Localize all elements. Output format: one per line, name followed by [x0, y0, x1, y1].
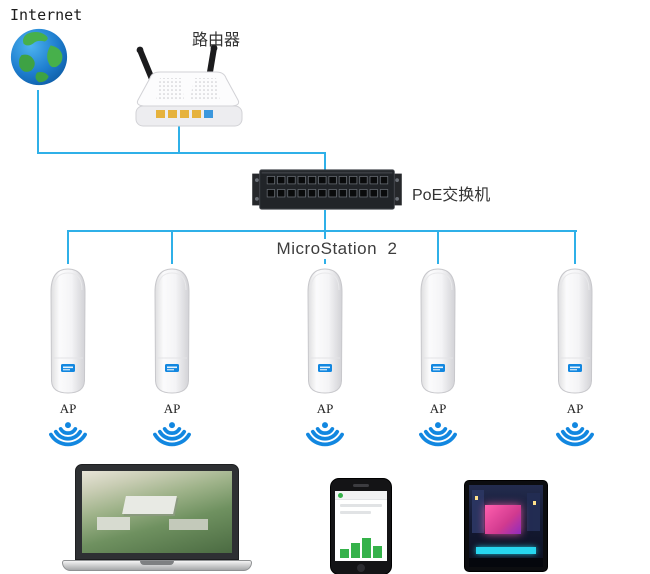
app-text-line: [340, 511, 372, 514]
ap-bus-line: [67, 230, 577, 232]
wifi-signal-icon: [556, 422, 594, 447]
access-point-3: AP: [302, 264, 348, 450]
photo-building: [169, 518, 208, 531]
ap-drop-line-2: [171, 230, 173, 264]
ap-label: AP: [429, 401, 447, 416]
internet-label: Internet: [10, 6, 83, 24]
outdoor-ap-icon: [154, 268, 190, 394]
led-billboard: [485, 504, 521, 535]
link-router-drop: [178, 124, 180, 154]
led-strip: [476, 546, 536, 554]
photo-building: [97, 516, 130, 531]
link-switch-to-bus: [324, 210, 326, 230]
photo-building: [122, 495, 177, 514]
link-backbone-horizontal: [37, 152, 326, 154]
wifi-signal-icon: [306, 422, 344, 447]
app-chart: [340, 538, 382, 558]
poe-switch-label: PoE交换机: [412, 187, 491, 204]
app-text-line: [340, 504, 382, 507]
laptop-base: [62, 560, 252, 571]
street-ground: [469, 557, 543, 567]
ap-drop-line-5: [574, 230, 576, 264]
billboard-screen: [469, 485, 543, 567]
laptop-photo: [82, 471, 232, 553]
smartphone-client: [330, 478, 392, 574]
laptop-screen: [75, 464, 239, 560]
wifi-signal-icon: [153, 422, 191, 447]
phone-screen: [335, 491, 387, 561]
router-label: 路由器: [192, 32, 241, 49]
microstation-label: MicroStation 2: [252, 239, 422, 259]
building-window: [474, 496, 478, 500]
access-point-2: AP: [149, 264, 195, 450]
app-status-dot: [338, 493, 343, 498]
laptop-notch: [140, 561, 174, 565]
access-point-1: AP: [45, 264, 91, 450]
outdoor-ap-icon: [557, 268, 593, 394]
phone-home-button: [357, 564, 365, 572]
access-point-4: AP: [415, 264, 461, 450]
outdoor-ap-icon: [307, 268, 343, 394]
link-internet-drop: [37, 90, 39, 154]
outdoor-ap-icon: [420, 268, 456, 394]
billboard-client: [464, 480, 548, 572]
app-header: [335, 491, 387, 500]
chart-bar: [362, 538, 371, 558]
outdoor-ap-icon: [50, 268, 86, 394]
ap-label: AP: [59, 401, 77, 416]
chart-bar: [373, 546, 382, 558]
wifi-signal-icon: [419, 422, 457, 447]
ap-label: AP: [316, 401, 334, 416]
phone-speaker: [353, 484, 369, 487]
ap-label: AP: [566, 401, 584, 416]
laptop-client: [62, 464, 252, 574]
poe-rack-switch-icon: [252, 168, 402, 216]
ap-drop-line-4: [437, 230, 439, 264]
earth-globe-icon: [8, 26, 70, 93]
city-building: [526, 493, 541, 531]
chart-bar: [351, 543, 360, 558]
wireless-router-icon: [118, 44, 258, 149]
access-point-5: AP: [552, 264, 598, 450]
chart-bar: [340, 549, 349, 558]
ap-label: AP: [163, 401, 181, 416]
ap-drop-line-1: [67, 230, 69, 264]
link-to-switch: [324, 152, 326, 170]
city-building: [471, 489, 484, 533]
wifi-signal-icon: [49, 422, 87, 447]
building-window: [533, 501, 537, 505]
